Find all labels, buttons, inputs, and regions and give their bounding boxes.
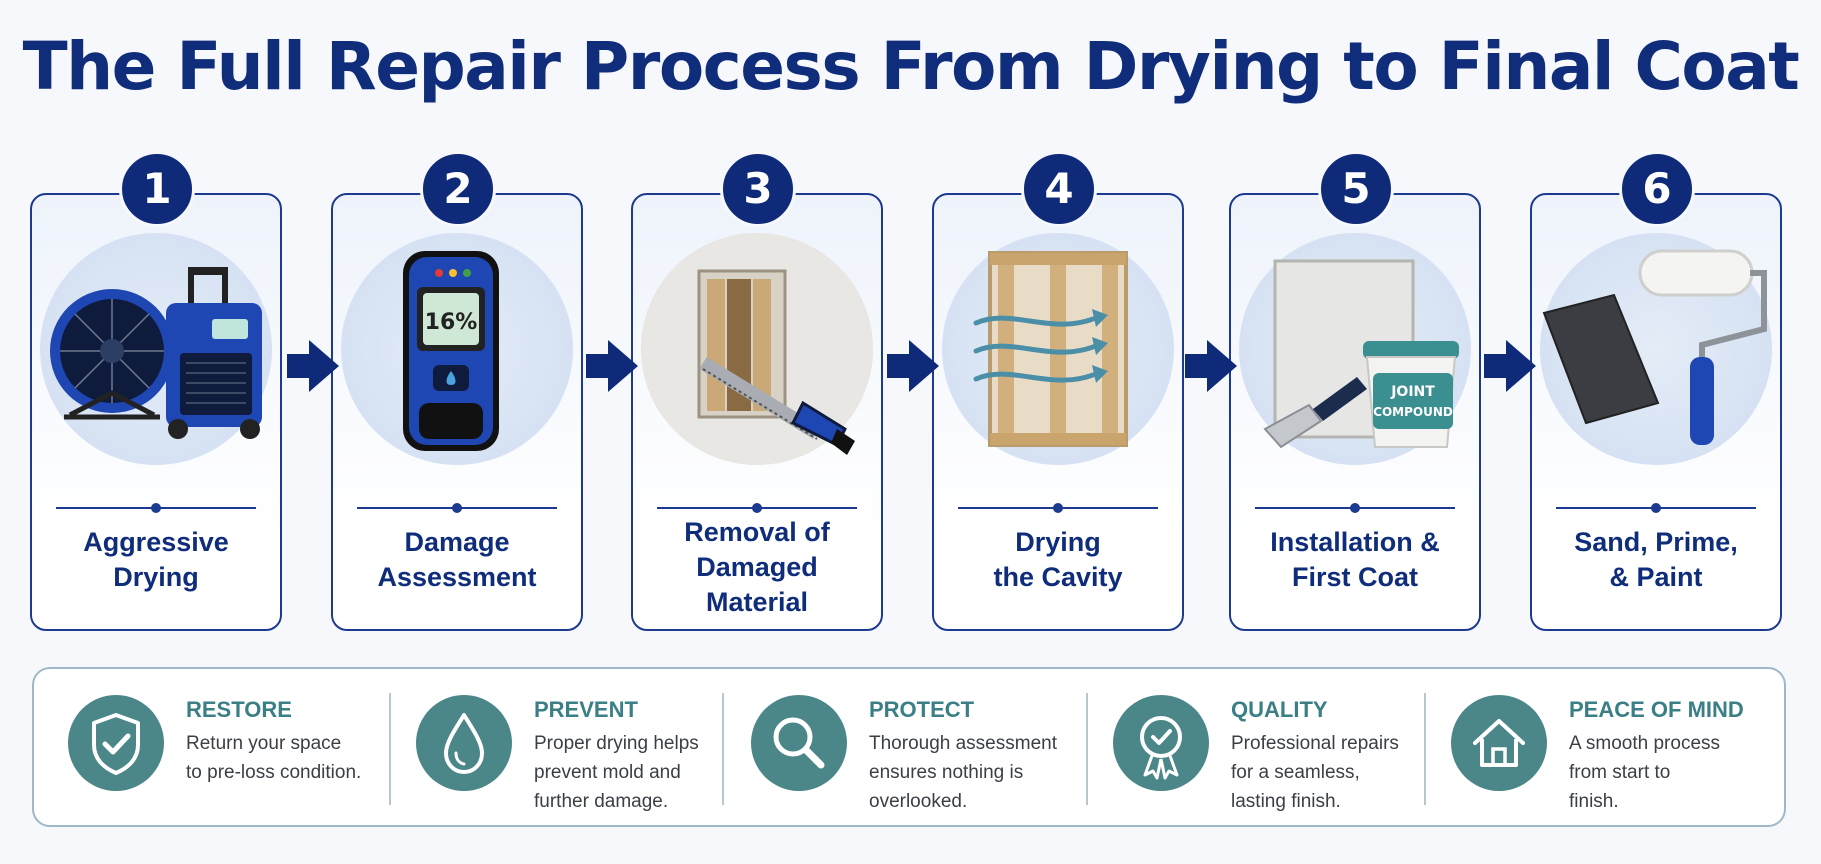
benefit-text: Thorough assessment ensures nothing is o… (869, 733, 1057, 812)
divider (722, 693, 724, 805)
wall-cavity-airflow-illustration (942, 233, 1174, 465)
step-number-badge: 4 (1021, 151, 1097, 227)
divider (1086, 693, 1088, 805)
award-ribbon-icon (1113, 695, 1209, 791)
airflow-icon (973, 251, 1128, 447)
bucket-label-line2: COMPOUND (1373, 405, 1453, 419)
step-label: Removal of Damaged Material (684, 517, 830, 617)
step-card-aggressive-drying: Aggressive Drying (30, 193, 282, 631)
benefit-title: PREVENT (534, 697, 638, 722)
step-divider (357, 503, 557, 513)
benefit-title: QUALITY (1231, 697, 1328, 722)
step-label: Sand, Prime, & Paint (1574, 527, 1738, 592)
water-drop-icon (416, 695, 512, 791)
step-divider (1255, 503, 1455, 513)
arrow-right-icon (586, 340, 638, 392)
step-label: Drying the Cavity (993, 527, 1123, 592)
step-label: Damage Assessment (377, 527, 537, 592)
arrow-right-icon (1185, 340, 1237, 392)
step-number-badge: 6 (1619, 151, 1695, 227)
benefit-title: RESTORE (186, 697, 292, 722)
benefit-title: PROTECT (869, 697, 975, 722)
house-icon (1451, 695, 1547, 791)
step-divider (56, 503, 256, 513)
step-label: Installation & First Coat (1270, 527, 1440, 592)
benefit-title: PEACE OF MIND (1569, 697, 1744, 722)
divider (1424, 693, 1426, 805)
step-divider (657, 503, 857, 513)
step-card-sand-prime-paint: Sand, Prime, & Paint (1530, 193, 1782, 631)
step-card-installation-first-coat: JOINT COMPOUND Installation & First Coat (1229, 193, 1481, 631)
step-card-drying-the-cavity: Drying the Cavity (932, 193, 1184, 631)
step-number-badge: 1 (119, 151, 195, 227)
step-card-removal-of-damaged-material: Removal of Damaged Material (631, 193, 883, 631)
joint-compound-bucket-icon: JOINT COMPOUND (1263, 259, 1459, 449)
air-mover-icon (50, 267, 262, 439)
meter-reading: 16% (425, 310, 478, 335)
shield-check-icon (68, 695, 164, 791)
benefit-text: Return your space to pre-loss condition. (186, 733, 362, 783)
step-label: Aggressive Drying (83, 527, 229, 592)
drywall-joint-compound-illustration: JOINT COMPOUND (1239, 233, 1471, 465)
page-title: The Full Repair Process From Drying to F… (22, 28, 1800, 105)
bucket-label-line1: JOINT (1390, 384, 1435, 400)
paint-roller-icon (1542, 249, 1767, 445)
saw-icon (641, 233, 873, 465)
step-card-damage-assessment: 16% Damage Assessment (331, 193, 583, 631)
magnifier-icon (751, 695, 847, 791)
moisture-meter-illustration: 16% (341, 233, 573, 465)
benefit-text: A smooth process from start to finish. (1569, 733, 1721, 812)
step-number-badge: 3 (720, 151, 796, 227)
step-divider (958, 503, 1158, 513)
benefits-panel: RESTORE Return your space to pre-loss co… (32, 667, 1786, 827)
benefit-text: Professional repairs for a seamless, las… (1231, 733, 1399, 812)
drywall-saw-illustration (641, 233, 873, 465)
divider (389, 693, 391, 805)
moisture-meter-icon: 16% (403, 251, 499, 451)
step-number-badge: 2 (420, 151, 496, 227)
arrow-right-icon (887, 340, 939, 392)
step-divider (1556, 503, 1756, 513)
sanding-paint-roller-illustration (1540, 233, 1772, 465)
arrow-right-icon (287, 340, 339, 392)
benefit-text: Proper drying helps prevent mold and fur… (534, 733, 699, 812)
air-mover-dehumidifier-illustration (40, 233, 272, 465)
arrow-right-icon (1484, 340, 1536, 392)
step-number-badge: 5 (1318, 151, 1394, 227)
